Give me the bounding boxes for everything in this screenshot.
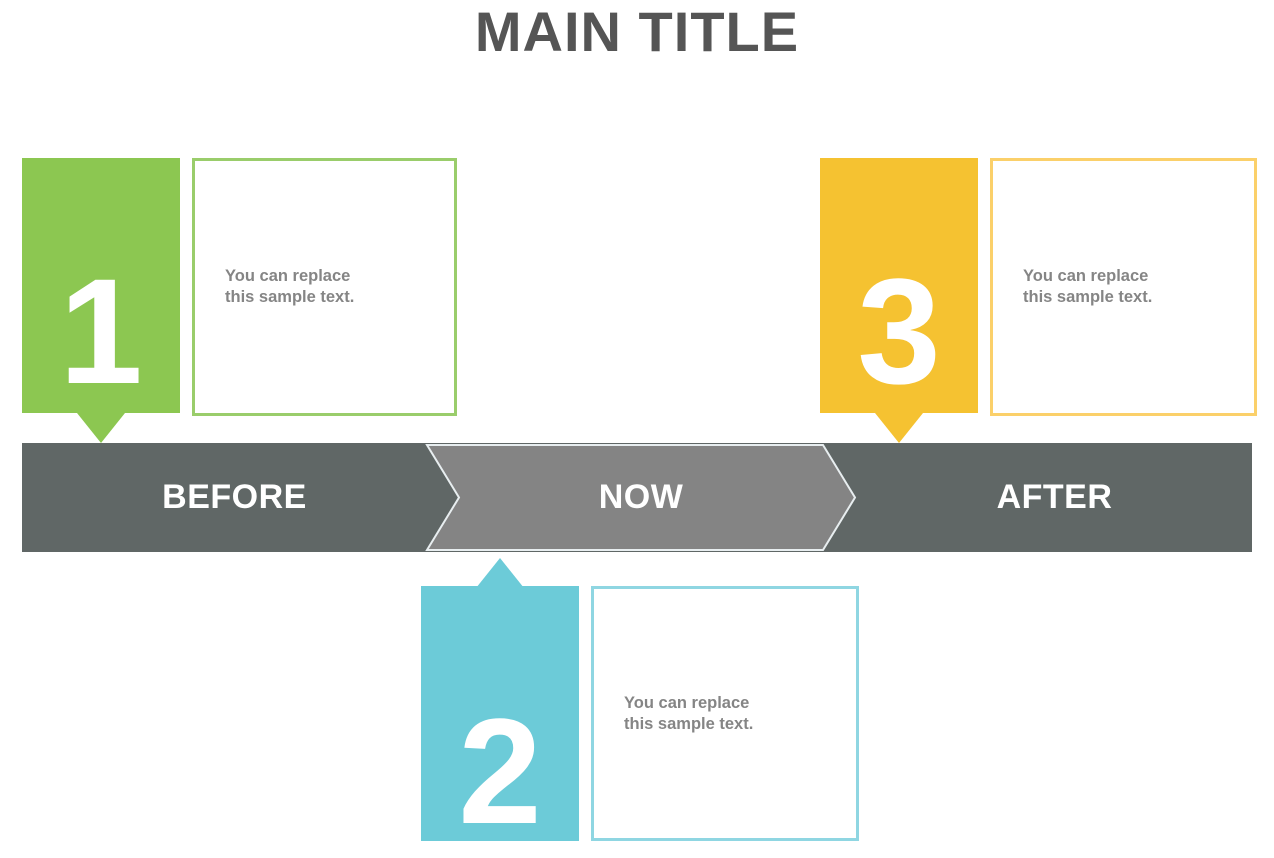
timeline-now-chevron-shape — [425, 443, 857, 552]
card-1-text-box[interactable]: You can replace this sample text. — [192, 158, 457, 416]
card-3-pointer-down-icon — [820, 413, 978, 443]
card-2-number-block: 2 — [421, 586, 579, 846]
card-3-text-box[interactable]: You can replace this sample text. — [990, 158, 1257, 416]
card-3-number: 3 — [857, 247, 941, 415]
card-3-body-text: You can replace this sample text. — [1023, 267, 1153, 306]
card-3-number-block: 3 — [820, 158, 978, 413]
timeline-segment-now[interactable]: NOW — [425, 443, 857, 552]
card-2-body-text: You can replace this sample text. — [624, 693, 754, 733]
page-title: MAIN TITLE — [474, 0, 800, 63]
timeline-segment-before-label: BEFORE — [162, 478, 307, 516]
card-1[interactable]: 1 You can replace this sample text. — [22, 158, 457, 443]
timeline-segment-after[interactable]: AFTER — [857, 443, 1252, 552]
card-3[interactable]: 3 You can replace this sample text. — [820, 158, 1257, 443]
timeline-segment-after-label: AFTER — [996, 478, 1113, 516]
card-1-body-text: You can replace this sample text. — [225, 267, 355, 306]
card-1-pointer-down-icon — [22, 413, 180, 443]
card-2-pointer-up-icon — [421, 558, 579, 588]
timeline-segment-before[interactable]: BEFORE — [22, 443, 447, 552]
card-1-number: 1 — [59, 247, 143, 415]
card-2-text-box[interactable]: You can replace this sample text. — [591, 586, 859, 841]
card-2[interactable]: 2 You can replace this sample text. — [421, 558, 859, 846]
timeline-segment-now-label: NOW — [598, 478, 684, 516]
timeline-bar: BEFORE NOW AFTER — [22, 443, 1252, 552]
card-2-number: 2 — [458, 687, 542, 855]
card-1-number-block: 1 — [22, 158, 180, 413]
